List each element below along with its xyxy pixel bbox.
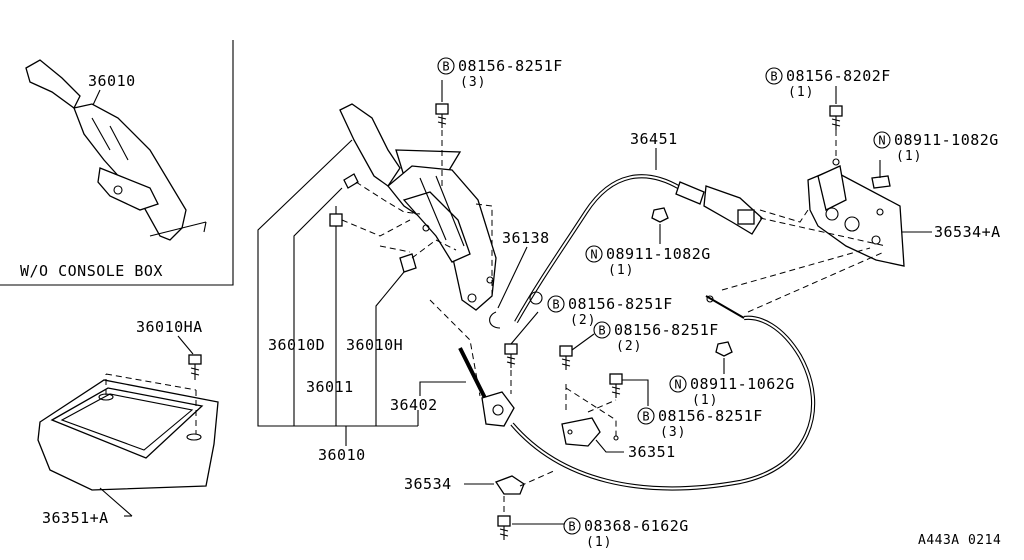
fastener-mark: B xyxy=(552,298,559,312)
lever-fasteners xyxy=(329,173,417,273)
bolt-bottom xyxy=(497,515,564,540)
fastener-mark-circle xyxy=(563,517,581,535)
fastener-qty: (1) xyxy=(586,535,612,550)
fastener-mark-circle xyxy=(873,131,891,149)
fastener-callout: B 08156-8251F(3) xyxy=(437,57,563,90)
fastener-mark-circle xyxy=(637,407,655,425)
fastener-qty: (1) xyxy=(608,263,634,278)
fastener-number: 08156-8251F xyxy=(568,295,673,313)
fastener-callout: B 08368-6162G(1) xyxy=(563,517,689,550)
fastener-qty: (2) xyxy=(616,339,642,354)
nut-lower xyxy=(715,341,733,374)
fastener-number: 08911-1082G xyxy=(606,245,711,263)
fastener-callout: N 08911-1082G(1) xyxy=(873,131,999,164)
lever-assembly-drawing xyxy=(339,103,497,311)
fastener-qty: (3) xyxy=(460,75,486,90)
fastener-number: 08911-1062G xyxy=(690,375,795,393)
fastener-number: 08368-6162G xyxy=(584,517,689,535)
fastener-qty: (2) xyxy=(570,313,596,328)
label-36010H: 36010H xyxy=(346,336,403,354)
bolt-bracket-top xyxy=(829,86,843,130)
inset-panel: W/O CONSOLE BOX 36010 xyxy=(0,40,234,286)
bolt-36010HA xyxy=(188,354,202,380)
label-36011: 36011 xyxy=(306,378,354,396)
fastener-callout: N 08911-1062G(1) xyxy=(669,375,795,408)
inset-lever-drawing xyxy=(25,59,207,241)
inset-part-label: 36010 xyxy=(88,72,136,90)
label-36534A: 36534+A xyxy=(934,223,1001,241)
fastener-mark-circle xyxy=(585,245,603,263)
label-36010: 36010 xyxy=(318,446,366,464)
nut-upper xyxy=(651,207,669,244)
fastener-mark: N xyxy=(674,378,681,392)
label-36402: 36402 xyxy=(390,396,438,414)
fastener-qty: (1) xyxy=(692,393,718,408)
fastener-number: 08911-1082G xyxy=(894,131,999,149)
fastener-callout: B 08156-8202F(1) xyxy=(765,67,891,100)
bracket-36534-drawing xyxy=(464,469,557,514)
fastener-mark-circle xyxy=(669,375,687,393)
label-36010HA: 36010HA xyxy=(136,318,203,336)
bolt-center-3 xyxy=(609,373,649,406)
rear-cable-lower xyxy=(510,315,816,491)
fastener-callout: B 08156-8251F(3) xyxy=(637,407,763,440)
fastener-callout: B 08156-8251F(2) xyxy=(593,321,719,354)
diagram-code: A443A 0214 xyxy=(918,533,1001,548)
cover-plate-36351 xyxy=(561,384,624,453)
fastener-callout: B 08156-8251F(2) xyxy=(547,295,673,328)
fastener-mark: B xyxy=(770,70,777,84)
inset-caption: W/O CONSOLE BOX xyxy=(20,262,163,280)
fastener-mark: N xyxy=(590,248,597,262)
fastener-number: 08156-8251F xyxy=(658,407,763,425)
fastener-mark-circle xyxy=(437,57,455,75)
front-cable-36402 xyxy=(458,347,515,427)
fastener-number: 08156-8251F xyxy=(614,321,719,339)
fastener-mark: N xyxy=(878,134,885,148)
fastener-mark: B xyxy=(598,324,605,338)
label-36351A: 36351+A xyxy=(42,509,109,527)
label-36451: 36451 xyxy=(630,130,678,148)
label-36010D: 36010D xyxy=(268,336,325,354)
bolt-center-1 xyxy=(504,311,539,394)
fastener-qty: (1) xyxy=(788,85,814,100)
bracket-36534A-drawing xyxy=(807,158,932,267)
clip-36138 xyxy=(489,311,501,329)
fastener-qty: (3) xyxy=(660,425,686,440)
label-tree-36010 xyxy=(257,139,419,446)
fastener-callout: N 08911-1082G(1) xyxy=(585,245,711,278)
bolt-top xyxy=(435,80,449,186)
bracket-dash-lines xyxy=(721,130,887,313)
fastener-number: 08156-8202F xyxy=(786,67,891,85)
label-36138: 36138 xyxy=(502,229,550,247)
bolt-center-2 xyxy=(559,333,595,370)
fastener-mark: B xyxy=(642,410,649,424)
fastener-mark-circle xyxy=(593,321,611,339)
fastener-qty: (1) xyxy=(896,149,922,164)
label-36534: 36534 xyxy=(404,475,452,493)
fastener-mark-circle xyxy=(765,67,783,85)
fastener-number: 08156-8251F xyxy=(458,57,563,75)
fastener-mark: B xyxy=(442,60,449,74)
fastener-mark: B xyxy=(568,520,575,534)
label-36351: 36351 xyxy=(628,443,676,461)
fastener-mark-circle xyxy=(547,295,565,313)
console-cover-drawing xyxy=(37,373,219,491)
